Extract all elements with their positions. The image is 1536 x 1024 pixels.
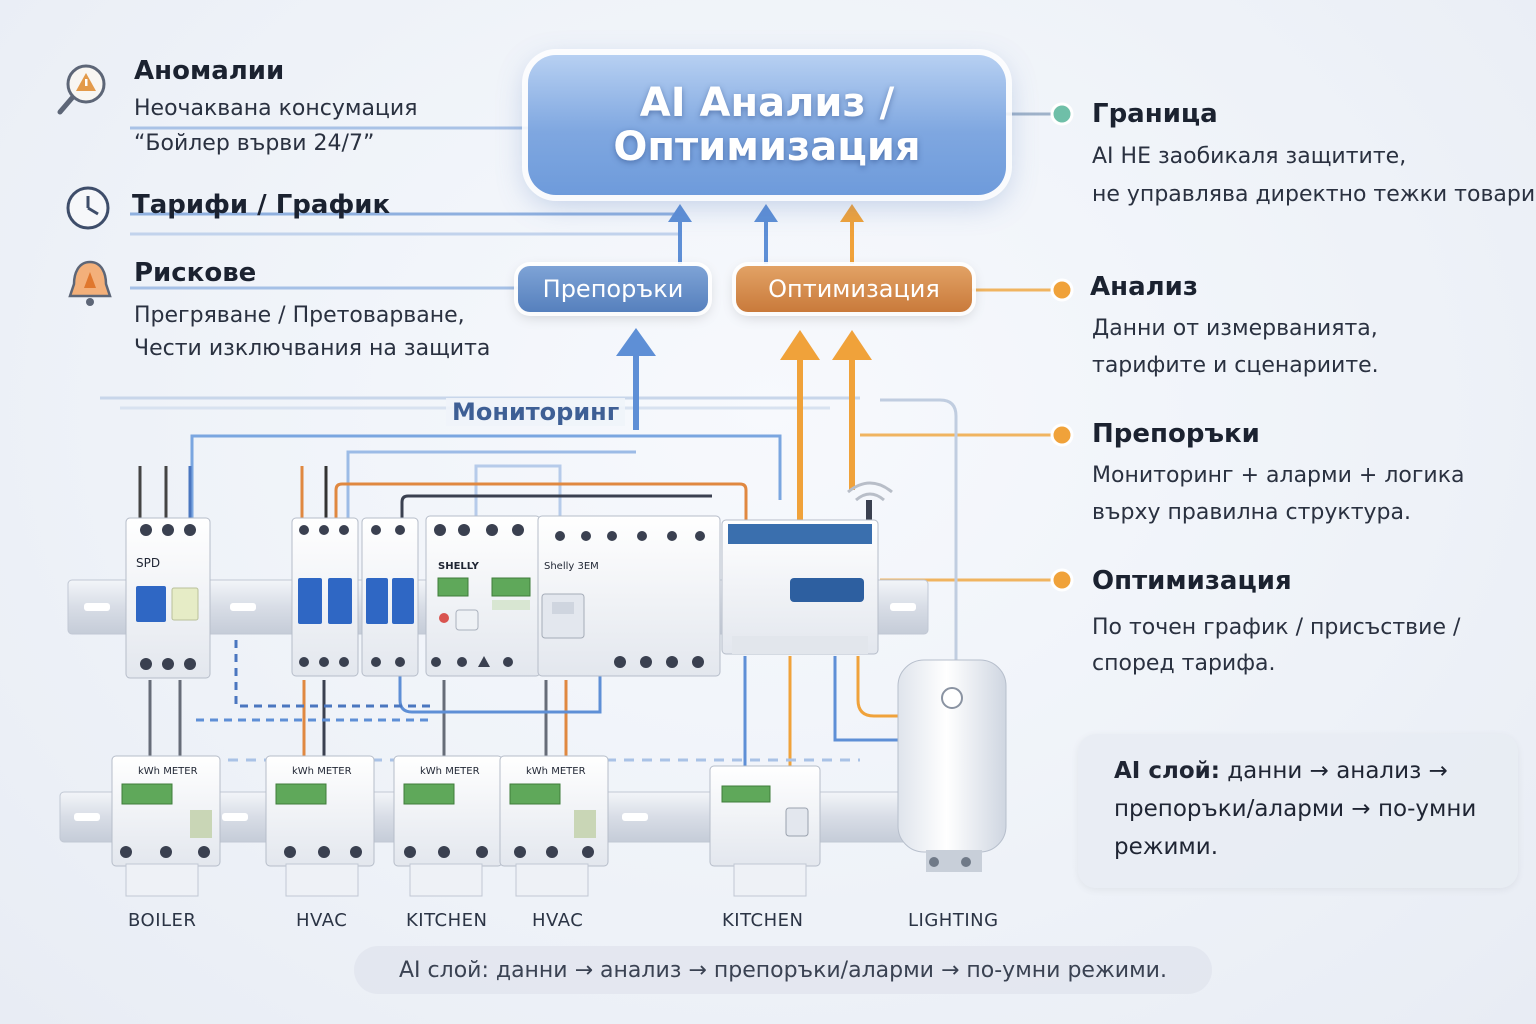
meter-label-4: kWh METER — [526, 766, 586, 777]
bottom-label-hvac-2: HVAC — [532, 910, 584, 931]
bottom-label-hvac-1: HVAC — [296, 910, 348, 931]
monitoring-label: Мониторинг — [446, 398, 626, 426]
dark-bus — [400, 494, 712, 520]
boiler-tank — [897, 659, 1007, 872]
recommendations-title: Препоръки — [1092, 419, 1260, 449]
anomalies-title: Аномалии — [134, 56, 285, 86]
meter-1 — [111, 755, 221, 867]
meters — [111, 755, 821, 867]
optimization-dot — [1050, 568, 1074, 592]
spd-device — [125, 517, 211, 679]
meter-legs — [125, 863, 807, 897]
risks-line1: Прегряване / Претоварване, — [134, 303, 465, 328]
recommendations-pill: Препоръки — [518, 266, 708, 312]
risks-title: Рискове — [134, 258, 257, 288]
analysis-dot — [1050, 278, 1074, 302]
clock-icon — [66, 186, 110, 230]
boundary-dot — [1050, 102, 1074, 126]
boundary-line2: не управлява директно тежки товари — [1092, 182, 1536, 207]
caption-bar: AI слой: данни → анализ → препоръки/алар… — [354, 946, 1212, 994]
bell-alert-icon — [68, 260, 112, 306]
recommendations-line1: Мониторинг + аларми + логика — [1092, 463, 1465, 488]
monitoring-bus — [190, 398, 958, 680]
bottom-label-kitchen-1: KITCHEN — [406, 910, 488, 931]
ai-layer-note-rest: данни → анализ → препоръки/аларми → по-у… — [1114, 758, 1477, 860]
shelly-label: SHELLY — [438, 561, 479, 572]
ai-layer-note: AI слой: данни → анализ → препоръки/алар… — [1078, 734, 1518, 888]
meter-3 — [393, 755, 503, 867]
meter-wires — [120, 640, 900, 768]
meter-label-1: kWh METER — [138, 766, 198, 777]
recommendations-dot — [1050, 423, 1074, 447]
optimization-line2: според тарифа. — [1092, 651, 1276, 676]
top-terminals — [138, 466, 328, 520]
anomalies-line1: Неочаквана консумация — [134, 96, 418, 121]
meter-4 — [499, 755, 609, 867]
spd-label: SPD — [136, 556, 161, 570]
bottom-label-kitchen-2: KITCHEN — [722, 910, 804, 931]
ai-title: AI Анализ / Оптимизация — [613, 80, 921, 170]
meter-label-3: kWh METER — [420, 766, 480, 777]
recommendations-line2: върху правилна структура. — [1092, 500, 1411, 525]
shelly-module — [425, 515, 721, 677]
upward-arrows — [616, 204, 872, 520]
bottom-label-lighting: LIGHTING — [908, 910, 999, 931]
meter-2 — [265, 755, 375, 867]
analysis-title: Анализ — [1090, 272, 1198, 302]
analysis-line2: тарифите и сценариите. — [1092, 353, 1379, 378]
ai-analysis-box: AI Анализ / Оптимизация — [528, 55, 1006, 195]
optimization-title: Оптимизация — [1092, 566, 1292, 596]
optimization-pill: Оптимизация — [736, 266, 972, 312]
magnifier-warning-icon — [57, 64, 106, 115]
breaker-group-1 — [291, 517, 419, 677]
orange-bus — [334, 482, 748, 520]
shelly-model: Shelly 3EM — [544, 561, 599, 572]
tariffs-title: Тарифи / График — [132, 190, 391, 220]
optimization-line1: По точен график / присъствие / — [1092, 615, 1461, 640]
controller-module — [721, 481, 893, 655]
meter-label-2: kWh METER — [292, 766, 352, 777]
bottom-label-boiler: BOILER — [128, 910, 197, 931]
ai-layer-note-bold: AI слой: — [1114, 758, 1220, 784]
anomalies-line2: “Бойлер върви 24/7” — [134, 131, 375, 156]
meter-5 — [709, 765, 821, 867]
ai-layer-note-text: AI слой: данни → анализ → препоръки/алар… — [1114, 752, 1504, 866]
boundary-line1: AI НЕ заобикаля защитите, — [1092, 144, 1407, 169]
boundary-title: Граница — [1092, 99, 1218, 129]
analysis-line1: Данни от измерванията, — [1092, 316, 1378, 341]
risks-line2: Чести изключвания на защита — [134, 336, 491, 361]
